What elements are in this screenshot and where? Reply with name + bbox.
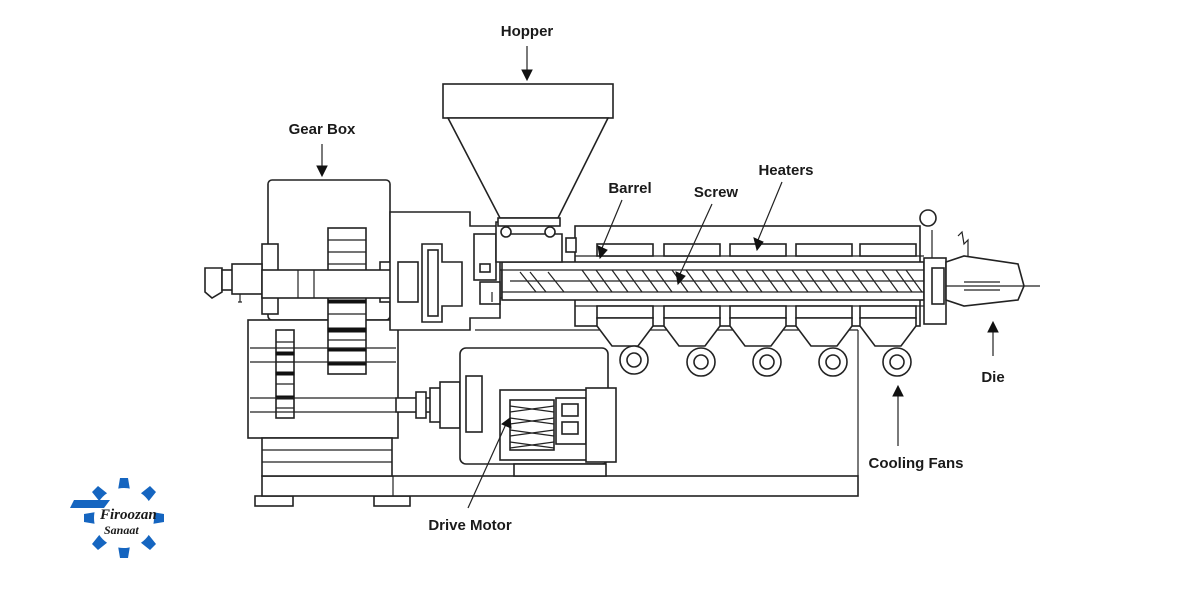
label-heaters: Heaters <box>758 162 813 179</box>
machine-base <box>254 329 859 507</box>
label-cooling-fans-group: Cooling Fans <box>869 384 964 472</box>
thrust-housing <box>389 211 501 331</box>
logo-text-firoozan: Firoozan <box>99 507 157 523</box>
label-gear-box-group: Gear Box <box>289 121 356 178</box>
label-barrel-group: Barrel <box>597 180 652 260</box>
label-cooling-fans: Cooling Fans <box>869 455 964 472</box>
label-screw: Screw <box>694 184 739 201</box>
label-die: Die <box>981 369 1004 386</box>
screw <box>510 269 930 293</box>
gear-box <box>247 179 470 477</box>
drive-motor <box>395 347 617 477</box>
label-drive-motor-group: Drive Motor <box>428 417 512 534</box>
cooling-fans <box>596 317 917 377</box>
label-gear-box: Gear Box <box>289 121 356 138</box>
die-assembly <box>919 209 1040 325</box>
label-hopper-group: Hopper <box>501 23 554 82</box>
label-die-group: Die <box>981 320 1005 386</box>
label-hopper: Hopper <box>501 23 554 40</box>
label-screw-group: Screw <box>675 184 739 286</box>
label-barrel: Barrel <box>608 180 651 197</box>
label-heaters-group: Heaters <box>753 162 814 252</box>
firoozan-sanaat-logo: Firoozan Sanaat <box>70 478 164 558</box>
hopper <box>442 83 614 227</box>
logo-text-sanaat: Sanaat <box>104 523 139 537</box>
label-drive-motor: Drive Motor <box>428 517 512 534</box>
